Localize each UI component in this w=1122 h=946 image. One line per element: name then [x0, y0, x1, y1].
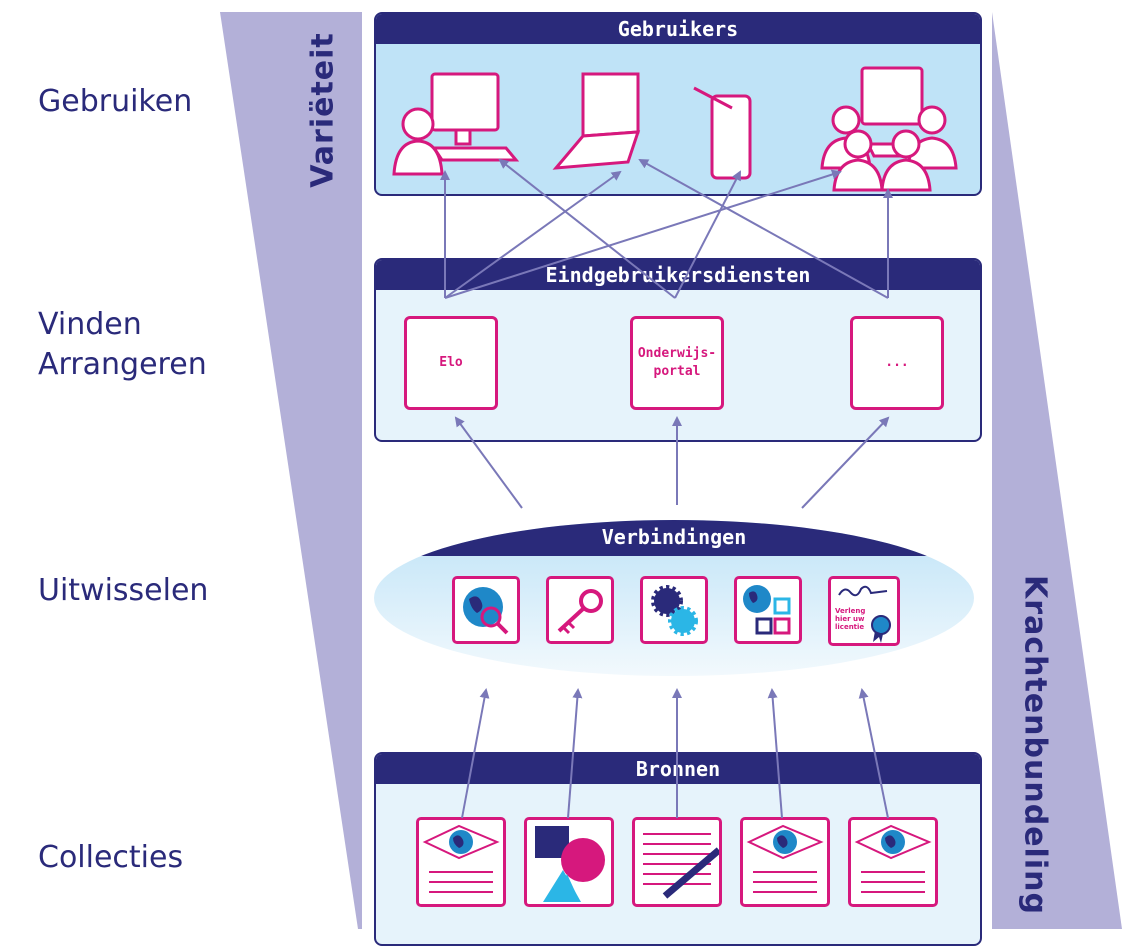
globe-search-icon [463, 587, 509, 635]
document-globe-tile-3[interactable] [848, 817, 938, 907]
side-label-krachtenbundeling: Krachtenbundeling [1017, 575, 1053, 915]
document-globe-icon [746, 824, 824, 893]
service-box-more[interactable]: ... [850, 316, 944, 410]
licence-icon [838, 585, 891, 643]
key-tile[interactable] [546, 576, 614, 644]
layer-label-uitwisselen: Uitwisselen [38, 573, 209, 608]
service-box-elo[interactable]: Elo [404, 316, 498, 410]
tablet-icon [693, 86, 752, 180]
licence-text: Verleng hier uw licentie [835, 607, 866, 631]
text-pen-icon [643, 833, 719, 899]
bronnen-title: Bronnen [376, 754, 980, 784]
layer-label-vinden: Vinden [38, 307, 142, 342]
side-label-varieteit: Variëteit [305, 32, 341, 188]
document-globe-icon [422, 824, 500, 893]
document-globe-icon [854, 824, 932, 893]
user-group-icon [820, 66, 958, 192]
diensten-title: Eindgebruikersdiensten [376, 260, 980, 290]
service-box-onderwijsportal[interactable]: Onderwijs- portal [630, 316, 724, 410]
globe-blocks-icon [743, 585, 791, 635]
gears-icon [651, 585, 698, 636]
desktop-user-icon [392, 72, 520, 176]
document-globe-tile-1[interactable] [416, 817, 506, 907]
layer-label-collecties: Collecties [38, 840, 184, 875]
right-band [992, 12, 1122, 929]
text-document-tile[interactable] [632, 817, 722, 907]
licence-tile[interactable]: Verleng hier uw licentie [828, 576, 900, 646]
shapes-tile[interactable] [524, 817, 614, 907]
globe-blocks-tile[interactable] [734, 576, 802, 644]
document-globe-tile-2[interactable] [740, 817, 830, 907]
search-globe-tile[interactable] [452, 576, 520, 644]
left-band [220, 12, 362, 929]
layer-label-arrangeren: Arrangeren [38, 347, 207, 382]
gebruikers-panel: Gebruikers [374, 12, 982, 196]
gears-tile[interactable] [640, 576, 708, 644]
gebruikers-title: Gebruikers [376, 14, 980, 44]
layer-label-gebruiken: Gebruiken [38, 84, 193, 119]
gebruikers-illustration [392, 66, 958, 192]
shapes-icon [535, 826, 605, 902]
key-icon [557, 589, 603, 635]
verbindingen-title: Verbindingen [601, 525, 747, 549]
laptop-icon [552, 72, 641, 170]
